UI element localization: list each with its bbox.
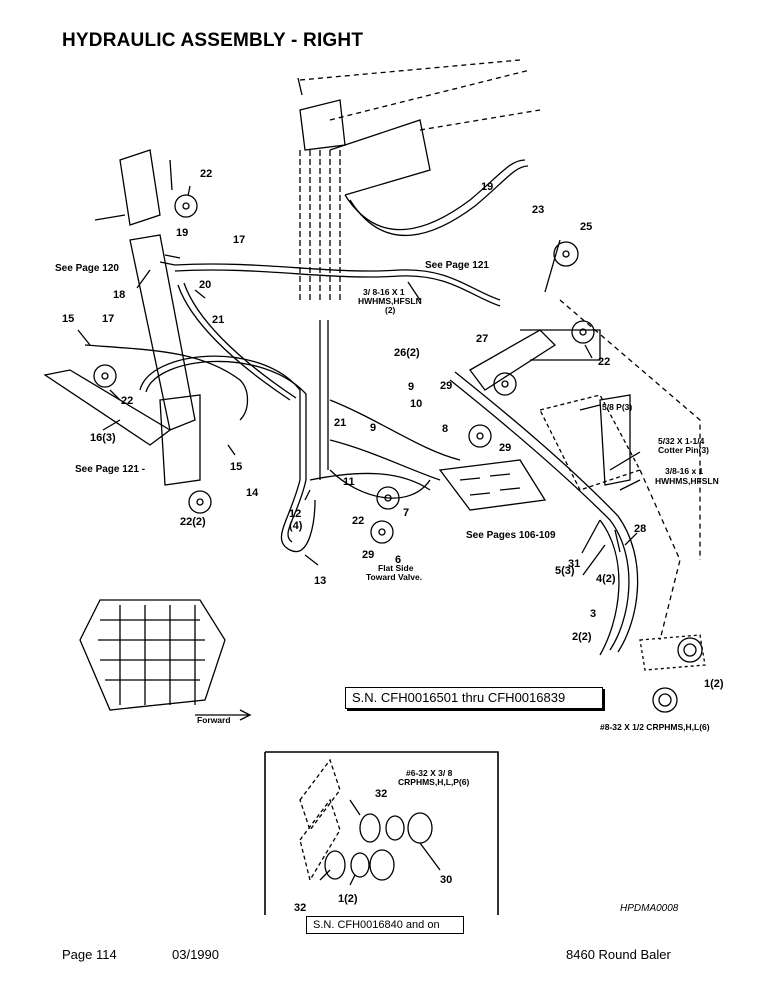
callout-27: 27	[476, 333, 488, 345]
callout-12: 12	[289, 508, 301, 520]
serial-range-box: S.N. CFH0016840 and on	[306, 916, 464, 934]
page-ref-121: See Page 121 -	[75, 464, 145, 475]
callout-30: 30	[440, 874, 452, 886]
diagram-linework	[43, 59, 706, 915]
revision-date: 03/1990	[172, 947, 219, 962]
callout-23: 23	[532, 204, 544, 216]
callout-19: 19	[481, 181, 493, 193]
callout-26: 26(2)	[394, 347, 420, 359]
callout-6: 6	[395, 554, 401, 566]
callout-14: 14	[246, 487, 259, 499]
callout-4: 4(2)	[596, 573, 616, 585]
hardware-note: 3/8-16 x 1	[665, 466, 704, 476]
callout-32: 32	[375, 788, 387, 800]
callout-16: 16(3)	[90, 432, 116, 444]
callout-29: 29	[440, 380, 452, 392]
cotter-note: 5/32 X 1-1/4	[658, 436, 705, 446]
hardware-note: HWHMS,HFSLN	[358, 296, 422, 306]
callout-5: 5(3)	[555, 565, 575, 577]
callout-13: 13	[314, 575, 326, 587]
hardware-note: HWHMS,HFSLN	[655, 476, 719, 486]
forward-label: Forward	[197, 715, 231, 725]
screw-note: #6-32 X 3/ 8	[406, 768, 453, 778]
callout-17: 17	[102, 313, 114, 325]
drawing-code: HPDMA0008	[620, 903, 679, 914]
callout-2: 2(2)	[572, 631, 592, 643]
serial-range-box: S.N. CFH0016501 thru CFH0016839	[345, 687, 603, 709]
callout-15: 15	[230, 461, 242, 473]
callout-20: 20	[199, 279, 211, 291]
callout-22: 22	[200, 168, 212, 180]
callout-21: 21	[334, 417, 346, 429]
callout-9: 9	[370, 422, 376, 434]
callout-17: 17	[233, 234, 245, 246]
callout-10: 10	[410, 398, 422, 410]
page-ref-120: See Page 120	[55, 263, 119, 274]
flat-side-note: Flat Side	[378, 563, 414, 573]
page-ref-106-109: See Pages 106-109	[466, 530, 556, 541]
callout-22: 22	[352, 515, 364, 527]
callout-21: 21	[212, 314, 224, 326]
callout-19: 19	[176, 227, 188, 239]
callout-29: 29	[362, 549, 374, 561]
callout-1: 1(2)	[338, 893, 358, 905]
callout-32: 32	[294, 902, 306, 914]
model-name: 8460 Round Baler	[566, 947, 671, 962]
callout-18: 18	[113, 289, 125, 301]
callout-29: 29	[499, 442, 511, 454]
screw-note: CRPHMS,H,L,P(6)	[398, 777, 469, 787]
hardware-note: 3/ 8-16 X 1	[363, 287, 405, 297]
callout-22: 22	[598, 356, 610, 368]
callout-9: 9	[408, 381, 414, 393]
page-ref-121: See Page 121	[425, 260, 489, 271]
callout-28: 28	[634, 523, 646, 535]
callout-11: 11	[343, 476, 355, 488]
cotter-note: Cotter Pin(3)	[658, 445, 709, 455]
callout-15: 15	[62, 313, 74, 325]
page-title: HYDRAULIC ASSEMBLY - RIGHT	[62, 30, 364, 51]
flat-side-note: Toward Valve.	[366, 572, 422, 582]
callout-3: 3	[590, 608, 596, 620]
callout-22: 22	[121, 395, 133, 407]
callout-1: 1(2)	[704, 678, 724, 690]
callout-7: 7	[403, 507, 409, 519]
callout-8: 8	[442, 423, 448, 435]
page-number: Page 114	[62, 947, 117, 962]
callout-25: 25	[580, 221, 592, 233]
hardware-note: (2)	[385, 305, 396, 315]
callout-12-qty: (4)	[289, 520, 303, 532]
pin-note: 5/8 P(3)	[602, 402, 632, 412]
callout-22: 22(2)	[180, 516, 206, 528]
screw-note: #8-32 X 1/2 CRPHMS,H,L(6)	[600, 722, 710, 732]
callout-31: 31	[568, 558, 580, 570]
